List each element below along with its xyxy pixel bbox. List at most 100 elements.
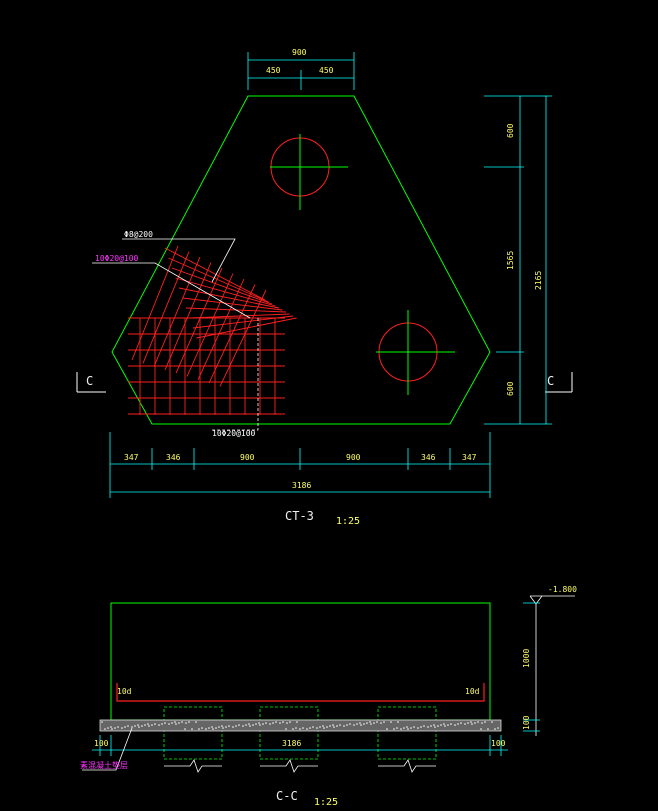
section-scale: 1:25: [314, 797, 338, 808]
hatch-dot: [249, 725, 251, 727]
hatch-dot: [406, 726, 408, 728]
section-width-dim: 3186: [282, 739, 301, 748]
rebar-bar-diagonal: [153, 256, 201, 367]
rebar-bar-diagonal: [175, 267, 223, 374]
dim-bottom-346-left: 346: [166, 453, 181, 462]
hatch-dot: [322, 725, 324, 727]
hatch-dot: [242, 725, 244, 727]
hatch-dot: [272, 722, 274, 724]
dim-top-900: 900: [292, 48, 307, 57]
hatch-dot: [471, 723, 473, 725]
hatch-dot: [309, 727, 311, 729]
hatch-dot: [164, 722, 166, 724]
hatch-dot: [161, 723, 163, 725]
hatch-dot: [144, 724, 146, 726]
hatch-dot: [413, 726, 415, 728]
dim-right-600-bottom: 600: [506, 381, 515, 396]
hatch-dot: [138, 726, 140, 728]
hatch-dot: [222, 727, 224, 729]
hatch-dot: [175, 723, 177, 725]
hatch-dot: [437, 725, 439, 727]
hatch-dot: [481, 722, 483, 724]
rebar-bar-diagonal: [197, 278, 245, 380]
elevation-marker: [529, 595, 575, 736]
hatch-dot: [450, 723, 452, 725]
pile-break-lines: [164, 759, 436, 773]
hatch-dot: [373, 722, 375, 724]
hatch-dot: [349, 723, 351, 725]
rebar-label-bottom: 10Φ20@100: [212, 429, 256, 438]
hatch-dot: [423, 725, 425, 727]
hatch-dot: [400, 728, 402, 730]
hatch-dot: [141, 725, 143, 727]
hatch-dot: [443, 723, 445, 725]
hatch-dot: [460, 722, 462, 724]
blinding-layer: [99, 719, 502, 732]
section-bottom-rebar: [116, 683, 485, 702]
hatch-dot: [299, 728, 301, 730]
hatch-dot: [480, 728, 482, 730]
hatch-dot: [386, 728, 388, 730]
rebar-bar-diagonal: [175, 277, 276, 307]
hatch-dot: [218, 726, 220, 728]
hatch-dot: [326, 726, 328, 728]
dim-overall-3186: 3186: [292, 481, 311, 490]
hatch-dot: [470, 721, 472, 723]
blinding-hatch: [101, 721, 499, 730]
pile-circle-right: [376, 310, 455, 395]
rebar-bar-diagonal: [164, 247, 266, 301]
hook-label-left: 10d: [117, 687, 132, 696]
hatch-dot: [248, 723, 250, 725]
hatch-dot: [174, 721, 176, 723]
hatch-dot: [208, 727, 210, 729]
rebar-bar-diagonal: [189, 313, 290, 319]
hatch-dot: [390, 721, 392, 723]
hatch-dot: [430, 725, 432, 727]
hatch-dot: [228, 725, 230, 727]
hatch-dot: [454, 724, 456, 726]
hatch-dot: [420, 726, 422, 728]
hatch-dot: [147, 723, 149, 725]
hatch-dot: [306, 728, 308, 730]
dim-right-1565: 1565: [506, 251, 515, 270]
hatch-dot: [484, 721, 486, 723]
hatch-dot: [252, 724, 254, 726]
hatch-dot: [107, 727, 109, 729]
hatch-dot: [255, 723, 257, 725]
hatch-dot: [111, 728, 113, 730]
hatch-dot: [343, 725, 345, 727]
dim-bottom-900-left: 900: [240, 453, 255, 462]
hatch-dot: [185, 722, 187, 724]
hatch-dot: [137, 724, 139, 726]
hatch-dot: [312, 726, 314, 728]
rebar-bar-diagonal: [186, 273, 234, 377]
dim-right-2165: 2165: [534, 271, 543, 290]
hatch-dot: [447, 724, 449, 726]
hatch-dot: [346, 724, 348, 726]
hatch-dot: [366, 722, 368, 724]
hatch-dot: [265, 722, 267, 724]
hatch-dot: [369, 721, 371, 723]
hatch-dot: [407, 728, 409, 730]
dim-top-450-right: 450: [319, 66, 334, 75]
hatch-dot: [117, 726, 119, 728]
hatch-dot: [440, 724, 442, 726]
pile-circle-top: [270, 134, 348, 210]
hatch-dot: [474, 722, 476, 724]
plan-title: CT-3: [285, 509, 314, 523]
hatch-dot: [168, 723, 170, 725]
hook-label-right: 10d: [465, 687, 480, 696]
hatch-dot: [235, 725, 237, 727]
hatch-dot: [356, 723, 358, 725]
hatch-dot: [380, 722, 382, 724]
hatch-dot: [124, 726, 126, 728]
hatch-dot: [467, 722, 469, 724]
hatch-dot: [302, 727, 304, 729]
hatch-dot: [383, 721, 385, 723]
hatch-dot: [323, 727, 325, 729]
hatch-dot: [238, 724, 240, 726]
rebar-bar-diagonal: [196, 317, 297, 339]
hatch-dot: [444, 725, 446, 727]
hatch-dot: [148, 725, 150, 727]
